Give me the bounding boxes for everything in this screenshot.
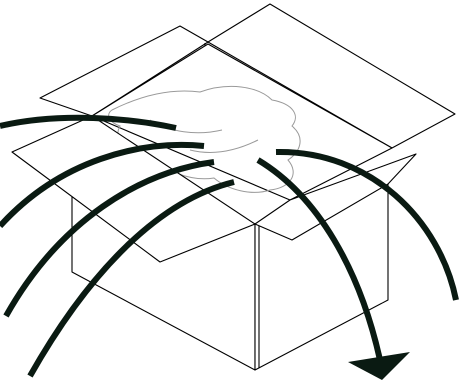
open-box-diagram xyxy=(0,0,461,380)
diagram-canvas xyxy=(0,0,461,380)
